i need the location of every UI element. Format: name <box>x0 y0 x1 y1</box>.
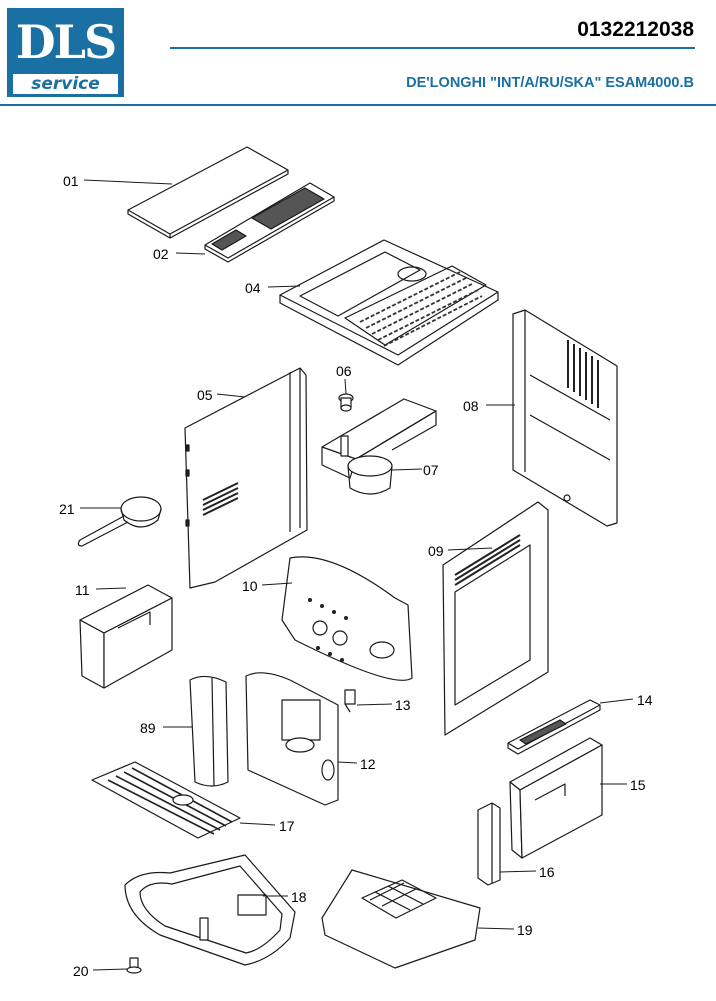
part-06-knob <box>338 393 354 412</box>
part-02-grille <box>204 182 335 263</box>
part-01-lid <box>127 146 289 239</box>
header-rule-bottom <box>0 104 716 106</box>
part-label-04: 04 <box>245 280 261 296</box>
part-08-rear-panel <box>512 309 618 527</box>
part-label-14: 14 <box>637 692 653 708</box>
part-label-06: 06 <box>336 363 352 379</box>
part-label-07: 07 <box>423 462 439 478</box>
part-label-18: 18 <box>291 889 307 905</box>
part-89-side-cover <box>189 675 229 787</box>
part-label-11: 11 <box>75 582 90 598</box>
part-13-connector <box>344 689 356 713</box>
part-04-top-frame <box>279 239 499 366</box>
dls-service-logo: DLS service <box>7 8 124 97</box>
part-19-base-frame <box>321 869 481 969</box>
model-title: DE'LONGHI "INT/A/RU/SKA" ESAM4000.B <box>406 75 694 91</box>
part-label-16: 16 <box>539 864 555 880</box>
part-label-17: 17 <box>279 818 295 834</box>
part-12-dispenser <box>245 672 339 806</box>
part-label-05: 05 <box>197 387 213 403</box>
part-15-water-tank <box>509 737 603 859</box>
part-label-10: 10 <box>242 578 258 594</box>
part-label-02: 02 <box>153 246 169 262</box>
part-10-control-panel <box>281 556 413 681</box>
part-11-container <box>79 584 173 689</box>
part-09-side-panel-right <box>442 501 549 736</box>
part-label-89: 89 <box>140 720 156 736</box>
part-21-scoop <box>77 496 162 547</box>
logo-mark: DLS <box>15 15 117 69</box>
part-20-foot <box>126 957 142 974</box>
part-label-21: 21 <box>59 501 75 517</box>
part-label-20: 20 <box>73 963 89 979</box>
header-rule-top <box>170 47 695 49</box>
part-label-13: 13 <box>395 697 411 713</box>
part-label-12: 12 <box>360 756 376 772</box>
part-07-hopper <box>321 398 437 495</box>
part-label-19: 19 <box>517 922 533 938</box>
document-number: 0132212038 <box>577 18 694 41</box>
part-05-side-panel-left <box>184 367 308 589</box>
part-18-drip-tray-base <box>124 854 296 966</box>
part-17-drip-grille <box>91 761 241 839</box>
part-14-rail <box>507 699 601 755</box>
part-label-15: 15 <box>630 777 646 793</box>
logo-service-text: service <box>13 74 118 94</box>
leader-lines <box>80 179 634 971</box>
part-label-01: 01 <box>63 173 79 189</box>
part-16-side-strip <box>477 802 501 886</box>
part-label-09: 09 <box>428 543 444 559</box>
part-label-08: 08 <box>463 398 479 414</box>
